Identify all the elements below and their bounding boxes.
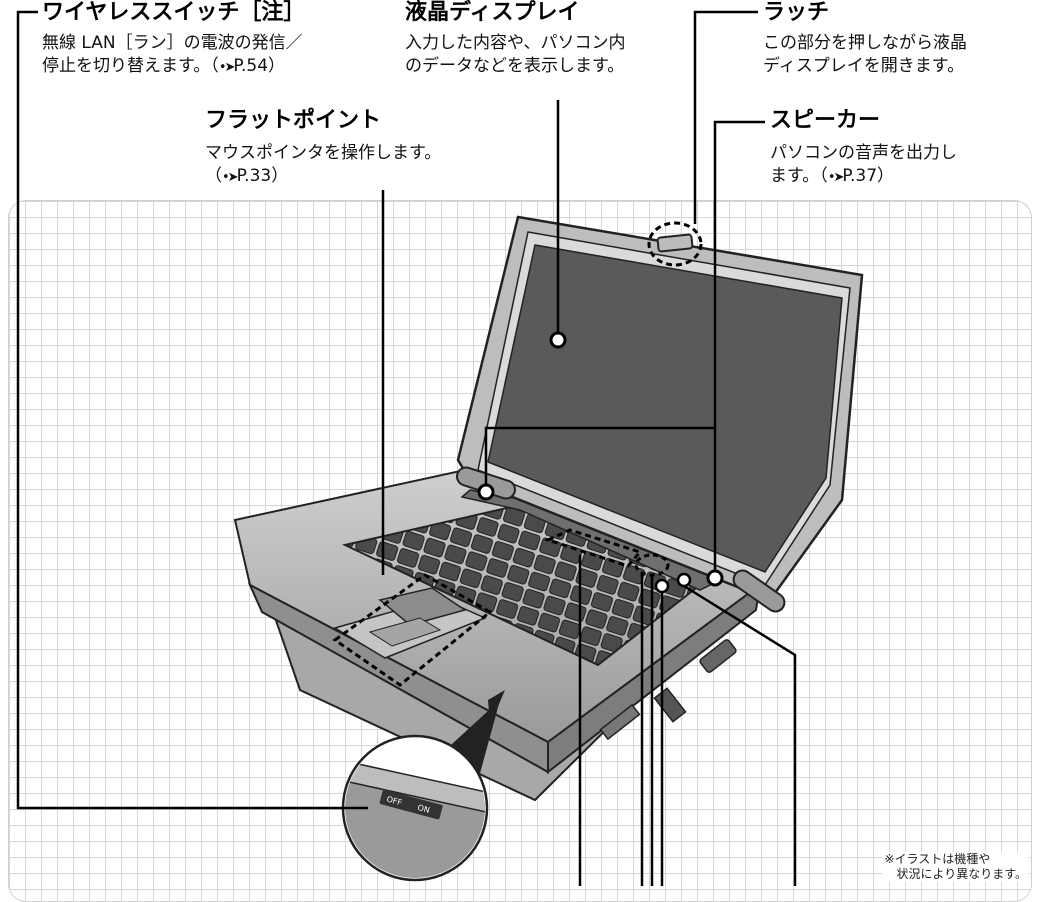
switch-on-label: ON [416,803,430,815]
laptop-lid [456,215,864,613]
wireless-switch-title: ワイヤレススイッチ［注］ [42,0,306,25]
latch-title: ラッチ [763,0,830,25]
speaker-right-dot [706,569,724,587]
speaker-desc-1: パソコンの音声を出力し [770,143,957,163]
flatpoint-desc-prefix: （ [205,166,222,186]
speaker-desc-prefix: ます。（ [770,166,828,186]
page-ref-arrow-icon: •➤ [218,60,236,75]
flatpoint-page-ref: P.33） [236,166,289,186]
speaker-title: スピーカー [770,108,881,133]
buttons-highlight [543,528,643,568]
page-ref-arrow-icon: •➤ [222,170,239,185]
indicator-dot [654,578,670,594]
flatpoint-title: フラットポイント [205,108,382,133]
latch-desc-1: この部分を押しながら液晶 [763,33,967,53]
switch-off-label: OFF [386,795,404,808]
latch-highlight [647,221,703,267]
power-dot [676,572,692,588]
display-desc-2: のデータなどを表示します。 [405,56,625,76]
switch-zoom-circle: OFF ON [341,734,489,882]
illustration-note: ※イラストは機種や 状況により異なります。 [882,852,1029,882]
illustration-note-line-1: ※イラストは機種や [884,852,991,866]
latch-desc-2: ディスプレイを開きます。 [763,56,965,76]
speaker-desc-2: ます。（•➤P.37） [770,165,894,189]
leader-lines [16,10,797,886]
illustration-note-line-2: 状況により異なります。 [896,867,1027,881]
flatpoint-desc-1: マウスポインタを操作します。 [205,143,442,163]
display-title: 液晶ディスプレイ [405,0,580,25]
display-dot [549,331,567,349]
wireless-switch-desc-2-text: 停止を切り替えます。（ [42,56,219,76]
speaker-left-dot [477,483,495,501]
wireless-switch-desc-2: 停止を切り替えます。（•➤P.54） [42,55,285,79]
page-ref-arrow-icon: •➤ [827,170,845,185]
flatpoint-highlight [332,573,493,687]
display-desc-1: 入力した内容や、パソコン内 [405,33,626,53]
wireless-switch-page-ref: P.54） [233,56,286,76]
speaker-page-ref: P.37） [842,166,895,186]
flatpoint-desc-2: （•➤P.33） [205,165,288,189]
wireless-switch-desc-1: 無線 LAN［ラン］の電波の発信／ [42,33,303,53]
